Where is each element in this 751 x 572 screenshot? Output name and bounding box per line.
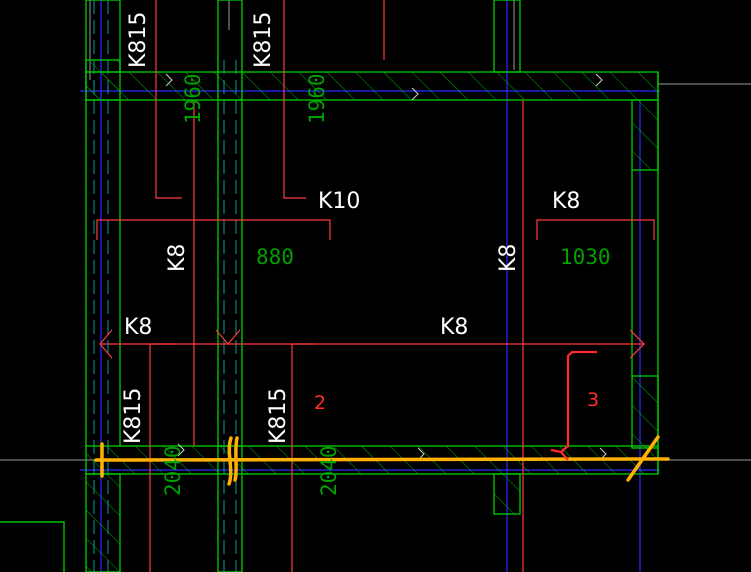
wall-tick	[411, 87, 419, 101]
markup-strokes	[94, 435, 670, 486]
wall-pilaster	[631, 99, 659, 171]
label-k10: K10	[318, 189, 360, 214]
dim-2040-left: 2040	[161, 445, 185, 496]
rebar-bar	[291, 343, 316, 572]
label-k815-bottom-mid: K815	[266, 388, 291, 444]
wall-ticks	[165, 73, 607, 461]
rebar-bracket	[536, 219, 655, 240]
label-k8-right: K8	[440, 315, 468, 340]
label-k8-vertical-left: K8	[165, 244, 190, 272]
annotation-zone-3: 3	[587, 389, 599, 411]
rebar-bracket	[96, 219, 331, 240]
label-k8-left: K8	[124, 315, 152, 340]
annotation-zone-2: 2	[314, 392, 326, 414]
wall-line	[0, 521, 65, 572]
annotation-group: 2 3	[314, 389, 599, 414]
rebar-tick	[215, 329, 241, 345]
wall-tick	[177, 443, 185, 457]
wall-column	[493, 0, 521, 73]
markup-tick	[227, 436, 233, 486]
markup-line	[94, 457, 670, 462]
rebar-lines	[96, 0, 655, 572]
wall-column	[85, 59, 121, 101]
wall-column	[217, 0, 243, 101]
label-k815-bottom-left: K815	[121, 388, 146, 444]
label-k8-vertical-mid: K8	[496, 244, 521, 272]
dim-1960-left: 1960	[181, 73, 205, 124]
guide-lines	[93, 0, 237, 572]
dim-2040-mid: 2040	[317, 445, 341, 496]
dim-880: 880	[256, 245, 294, 269]
label-k8-top-right: K8	[552, 189, 580, 214]
rebar-tick	[629, 329, 645, 359]
rebar-bar	[283, 0, 306, 199]
rebar-bar	[155, 0, 182, 199]
wall-column	[85, 473, 121, 572]
dim-1960-mid: 1960	[305, 73, 329, 124]
markup-tick	[233, 436, 239, 482]
annotation-bracket	[550, 350, 597, 461]
wall-top	[85, 71, 659, 101]
rebar-bar	[149, 343, 176, 572]
rebar-tick	[99, 329, 113, 359]
wall-tick	[595, 73, 603, 87]
label-group: K815 K815 K10 K8 K8 K8 K8 K8 K815 K815	[121, 12, 580, 444]
wall-column	[493, 473, 521, 515]
wall-tick	[165, 73, 173, 87]
dim-1030: 1030	[560, 245, 611, 269]
label-k815-top-mid: K815	[251, 12, 276, 68]
wall-pilaster	[631, 375, 659, 449]
markup-tick	[626, 435, 660, 482]
label-k815-top-left: K815	[126, 12, 151, 68]
dimension-group: 1960 1960 880 1030 2040 2040	[161, 73, 611, 496]
